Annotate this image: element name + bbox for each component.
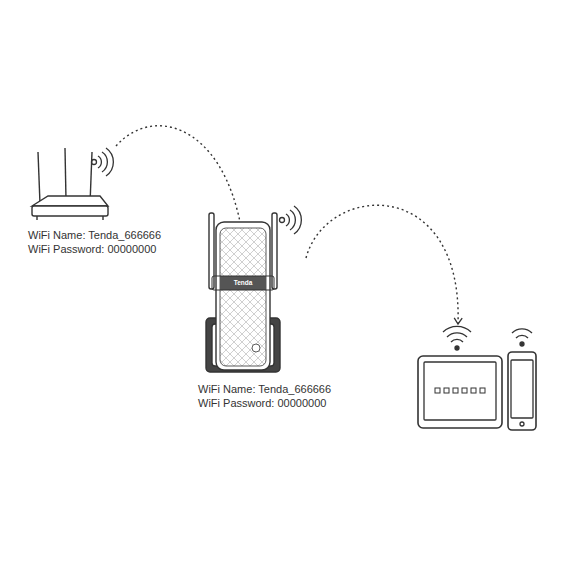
wifi-info: WiFi Name: Tenda_666666 (198, 382, 332, 396)
wifi-info: WiFi Name: Tenda_666666 (28, 228, 162, 242)
extender-node: WiFi Name: Tenda_666666WiFi Password: 00… (198, 258, 332, 410)
wireless-link (306, 205, 458, 324)
wifi-info: WiFi Password: 00000000 (28, 242, 162, 256)
brand-logo: Tenda (220, 279, 266, 287)
router-node: WiFi Name: Tenda_666666WiFi Password: 00… (28, 146, 162, 256)
device-illustration (415, 330, 540, 432)
device-illustration (198, 258, 298, 378)
devices-node (415, 330, 540, 432)
wifi-info: WiFi Password: 00000000 (198, 396, 332, 410)
router-waves (92, 148, 114, 176)
extender-waves (280, 206, 302, 234)
device-illustration (28, 146, 118, 224)
